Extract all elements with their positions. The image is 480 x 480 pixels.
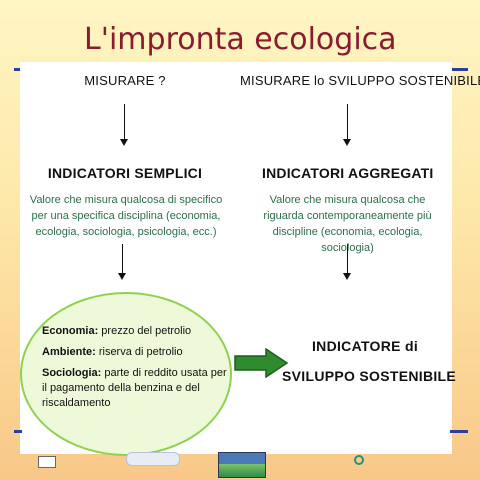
example-sociologia: Sociologia: parte di reddito usata per i… — [42, 366, 232, 411]
left-arrow-1-head — [120, 139, 128, 146]
page-title: L'impronta ecologica — [84, 22, 397, 57]
footer-rule-right — [450, 430, 468, 433]
footer-logo-icon-4 — [354, 455, 364, 465]
left-arrow-1-line — [124, 104, 125, 140]
right-heading: INDICATORI AGGREGATI — [262, 165, 434, 181]
right-arrow-2-line — [347, 244, 348, 274]
example-value: parte di reddito usata per il pagamento … — [42, 367, 227, 409]
header-rule-right — [450, 68, 468, 71]
examples-ellipse — [20, 292, 232, 456]
left-arrow-2-head — [118, 273, 126, 280]
left-heading: INDICATORI SEMPLICI — [47, 165, 203, 181]
example-key: Ambiente: — [42, 346, 96, 358]
examples-list: Economia: prezzo del petrolio Ambiente: … — [42, 324, 232, 417]
example-value: prezzo del petrolio — [98, 325, 192, 337]
green-arrow-icon — [234, 348, 288, 378]
footer-logo-icon-1 — [38, 456, 56, 468]
example-economia: Economia: prezzo del petrolio — [42, 324, 232, 339]
header-rule-left — [14, 68, 22, 71]
example-key: Economia: — [42, 325, 99, 337]
right-description: Valore che misura qualcosa che riguarda … — [263, 194, 432, 254]
result-line-1: INDICATORE di — [311, 338, 419, 354]
left-arrow-2-line — [122, 244, 123, 274]
left-description: Valore che misura qualcosa di specifico … — [29, 194, 223, 238]
example-value: riserva di petrolio — [95, 346, 183, 358]
right-arrow-1-head — [343, 139, 351, 146]
right-arrow-2-head — [343, 273, 351, 280]
example-key: Sociologia: — [42, 367, 102, 379]
footer-rule-left — [14, 430, 22, 433]
left-question: MISURARE ? — [84, 73, 166, 88]
result-line-2: SVILUPPO SOSTENIBILE — [282, 368, 457, 384]
right-question: MISURARE lo SVILUPPO SOSTENIBILE ? — [240, 73, 480, 88]
footer-logo-icon-2 — [126, 452, 180, 466]
footer-logo-icon-3 — [218, 452, 266, 478]
example-ambiente: Ambiente: riserva di petrolio — [42, 345, 232, 360]
right-arrow-1-line — [347, 104, 348, 140]
